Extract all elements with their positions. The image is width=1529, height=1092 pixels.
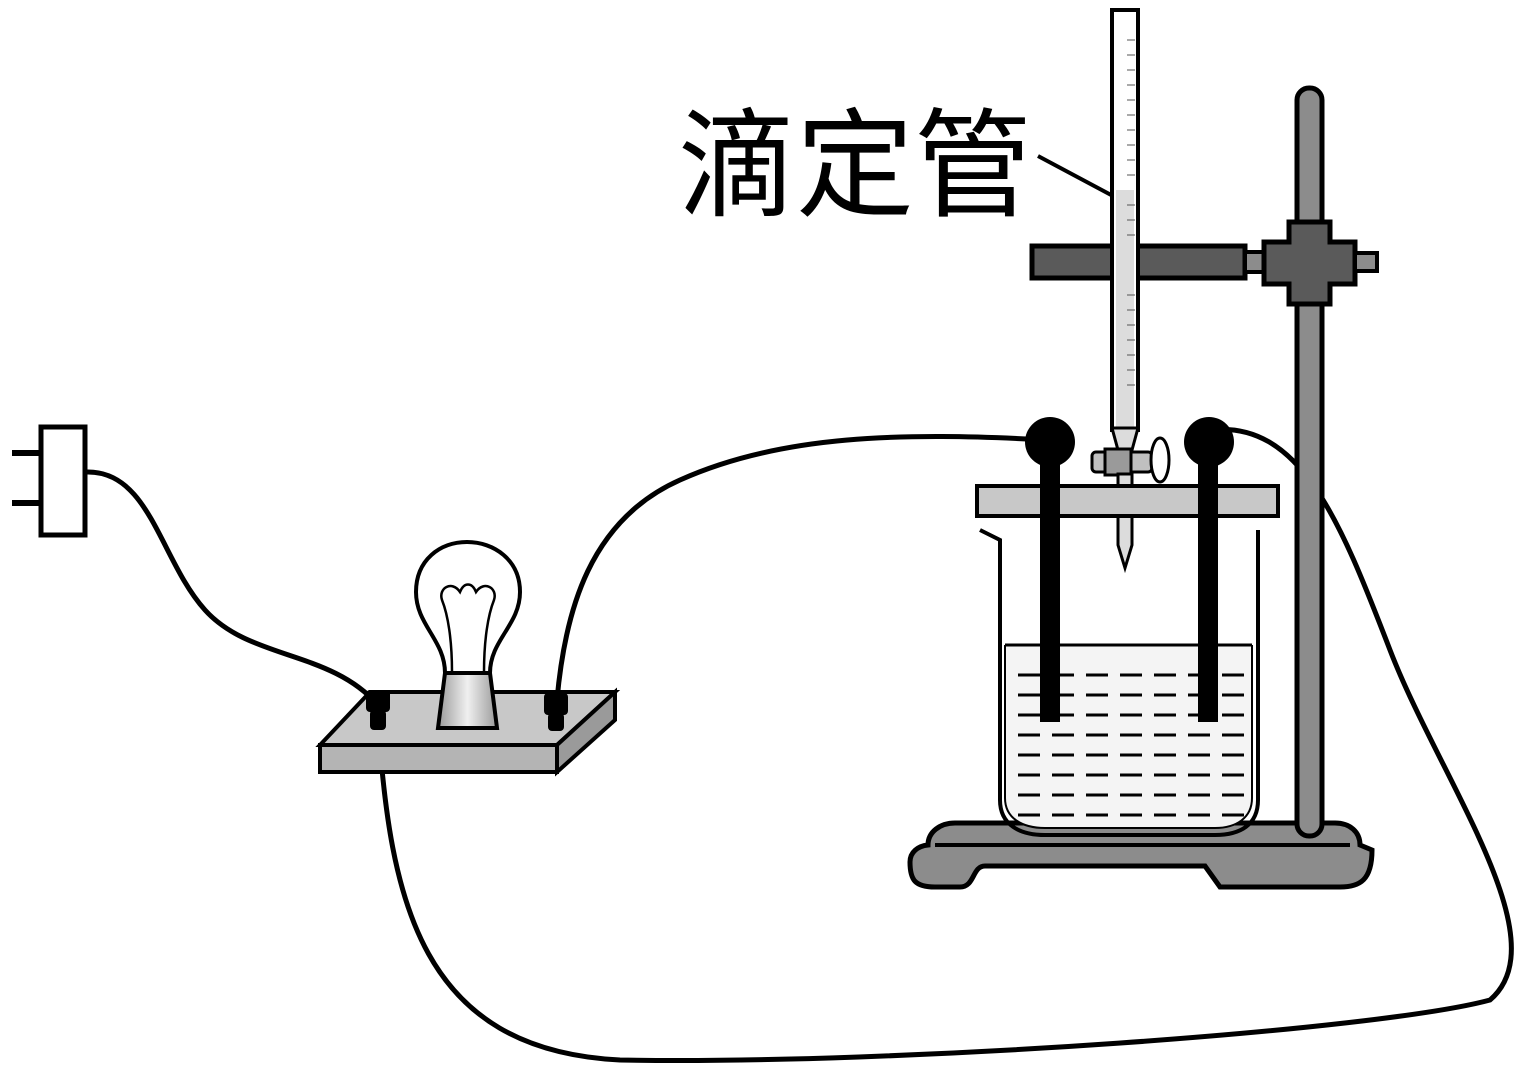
- stopcock: [1090, 436, 1171, 484]
- bulb-filament: [440, 583, 496, 673]
- burette-label: 滴定管: [678, 97, 1032, 235]
- light-bulb: [413, 539, 523, 730]
- burette-taper: [1110, 426, 1140, 452]
- electrode-right-knob: [1184, 417, 1234, 467]
- binding-post-left: [366, 690, 390, 730]
- burette-label-group: 滴定管: [678, 97, 1114, 235]
- wire-board-to-left-electrode: [554, 434, 1051, 703]
- stand-rod: [1294, 85, 1325, 839]
- bulb-glass: [413, 539, 523, 675]
- wire-right-electrode-loop: [375, 426, 1514, 1063]
- electrode-left-rod: [1040, 450, 1060, 722]
- burette-label-leader: [1037, 154, 1114, 198]
- binding-post-right: [544, 693, 568, 731]
- electrode-left-knob: [1025, 417, 1075, 467]
- bulb-socket: [435, 671, 500, 730]
- beaker-cover-plate: [975, 484, 1280, 518]
- board-front: [318, 743, 559, 774]
- electrode-right-rod: [1198, 446, 1218, 722]
- stand-base: [907, 820, 1375, 890]
- burette: [1090, 8, 1171, 574]
- wire-plug-to-board: [83, 469, 381, 708]
- burette-liquid: [1116, 190, 1134, 428]
- power-plug: [12, 424, 88, 538]
- boss-screw: [1353, 251, 1379, 273]
- beaker-wall: [979, 528, 1260, 837]
- wires: [83, 426, 1514, 1063]
- burette-scale: [1127, 39, 1135, 386]
- plug-body: [38, 424, 88, 538]
- clamp-boss: [1261, 219, 1358, 307]
- iron-stand: [907, 85, 1379, 890]
- electrodes: [1025, 417, 1234, 722]
